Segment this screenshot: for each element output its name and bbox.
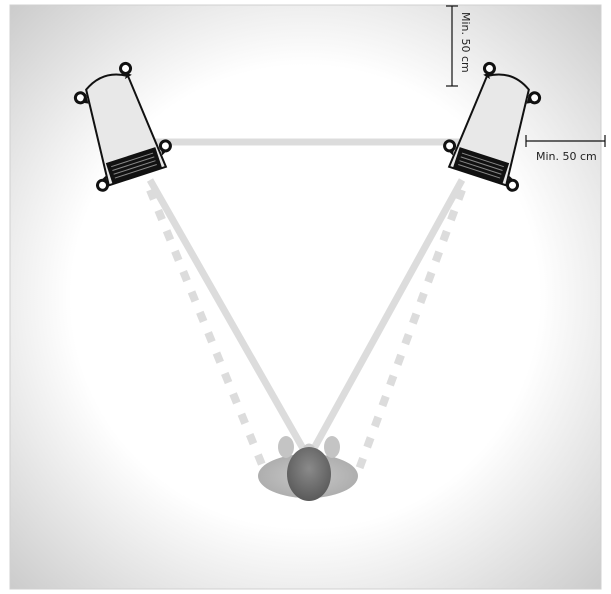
listener-head xyxy=(287,447,331,501)
top-clearance-label: Min. 50 cm xyxy=(459,12,472,73)
listener-right-ear xyxy=(324,436,340,458)
side-clearance-label: Min. 50 cm xyxy=(536,150,597,163)
listener-left-ear xyxy=(278,436,294,458)
